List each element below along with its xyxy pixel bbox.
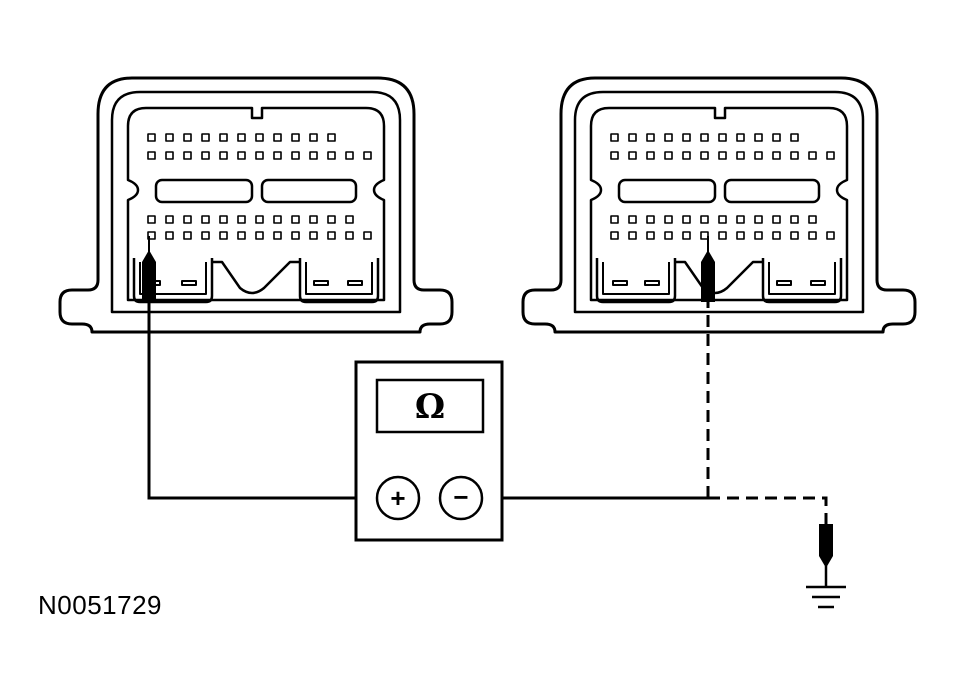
terminal-block-inner — [305, 262, 373, 295]
module-inner-shell — [573, 90, 865, 314]
ohmmeter: Ω + − — [354, 360, 504, 542]
latch-slot — [723, 178, 821, 204]
ohmmeter-display — [375, 378, 485, 434]
terminal-block — [761, 258, 843, 304]
latch-slot — [260, 178, 358, 204]
pin-row-2 — [610, 151, 835, 160]
ground-symbol-icon — [806, 585, 846, 609]
pin-row-3 — [147, 215, 354, 224]
probe-tip-ground — [819, 524, 833, 586]
jumper-to-ground-dashed — [708, 496, 828, 524]
terminal-pins — [612, 280, 826, 286]
pin-row-1 — [610, 133, 799, 142]
pin-row-2 — [147, 151, 372, 160]
module-housing — [58, 76, 454, 334]
probe-tip-right — [701, 236, 715, 302]
latch-slot — [154, 178, 254, 204]
positive-terminal — [375, 475, 421, 521]
module-inner-shell — [110, 90, 402, 314]
figure-reference-code: N0051729 — [38, 590, 162, 620]
plus-symbol-icon: + — [390, 483, 405, 513]
probe-tip-left — [142, 236, 156, 302]
terminal-block — [298, 258, 380, 304]
pin-row-3 — [610, 215, 817, 224]
latch-slot — [617, 178, 717, 204]
right-module-connector — [521, 76, 917, 334]
negative-terminal — [438, 475, 484, 521]
minus-symbol-icon: − — [453, 482, 468, 512]
terminal-pins — [149, 280, 363, 286]
center-key — [212, 260, 300, 295]
pin-row-4 — [610, 231, 835, 240]
terminal-block-inner — [602, 262, 670, 295]
left-module-connector — [58, 76, 454, 334]
pin-row-4 — [147, 231, 372, 240]
connector-face — [126, 106, 386, 302]
terminal-block-inner — [768, 262, 836, 295]
module-housing — [521, 76, 917, 334]
ohm-symbol-icon: Ω — [415, 387, 445, 427]
center-key — [675, 260, 763, 295]
positive-test-lead — [147, 296, 376, 500]
terminal-block — [595, 258, 677, 304]
terminal-block-inner — [139, 262, 207, 295]
connector-face — [589, 106, 849, 302]
terminal-block — [132, 258, 214, 304]
pin-row-1 — [147, 133, 336, 142]
